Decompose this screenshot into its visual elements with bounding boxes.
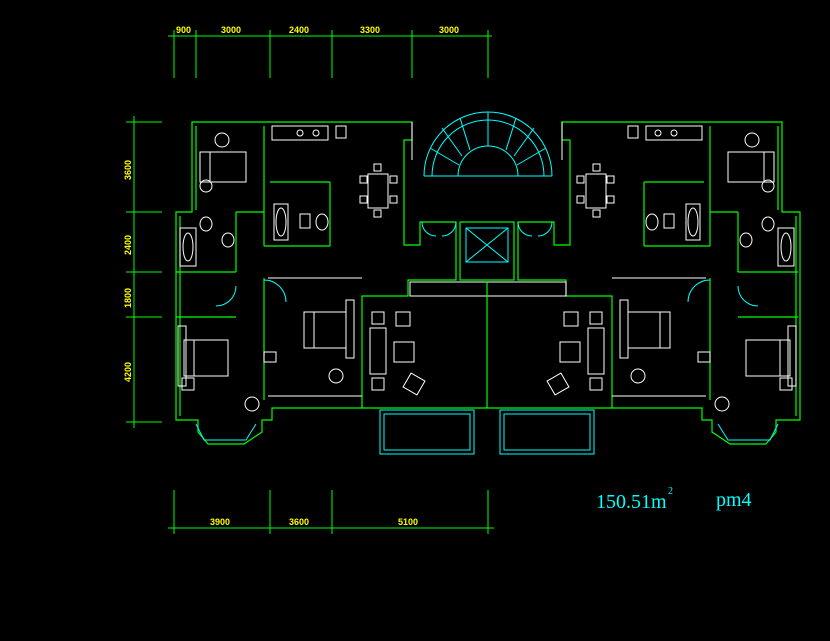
sofa-icon <box>369 327 387 375</box>
top-dim-4: 3300 <box>360 25 380 35</box>
bed-icon <box>627 311 671 349</box>
top-dim-2: 3000 <box>221 25 241 35</box>
area-label: 150.51m <box>596 491 667 513</box>
left-dim-1: 3600 <box>123 160 133 180</box>
left-dim-3: 1800 <box>123 288 133 308</box>
bottom-dim-1: 3900 <box>210 517 230 527</box>
top-dim-5: 3000 <box>439 25 459 35</box>
sofa-icon <box>587 327 605 375</box>
bathtub-icon <box>685 203 701 241</box>
left-dim-4: 4200 <box>123 362 133 382</box>
bed-icon <box>199 151 247 183</box>
bottom-dim-3: 5100 <box>398 517 418 527</box>
dining-table-icon <box>585 173 607 209</box>
bed-icon <box>745 339 791 377</box>
area-superscript: 2 <box>668 486 673 497</box>
outer-walls <box>175 121 801 445</box>
balconies <box>379 409 595 455</box>
bathtub-icon <box>273 203 289 241</box>
bed-icon <box>727 151 775 183</box>
left-dimension-chain: 3600 2400 1800 4200 <box>123 116 162 428</box>
top-dimension-chain: 900 3000 2400 3300 3000 <box>168 25 492 78</box>
bed-icon <box>303 311 347 349</box>
plan-code: pm4 <box>716 489 752 511</box>
bottom-dim-2: 3600 <box>289 517 309 527</box>
left-unit-furniture <box>177 125 457 412</box>
bay-windows <box>195 423 779 441</box>
bottom-dimension-chain: 3900 3600 5100 <box>168 490 494 534</box>
spiral-stair <box>423 111 553 177</box>
top-dim-1: 900 <box>176 25 191 35</box>
dining-table-icon <box>367 173 389 209</box>
bed-icon <box>183 339 229 377</box>
left-dim-2: 2400 <box>123 235 133 255</box>
bathtub-icon <box>777 227 795 267</box>
right-unit-furniture <box>517 125 797 412</box>
top-dim-3: 2400 <box>289 25 309 35</box>
bathtub-icon <box>179 227 197 267</box>
